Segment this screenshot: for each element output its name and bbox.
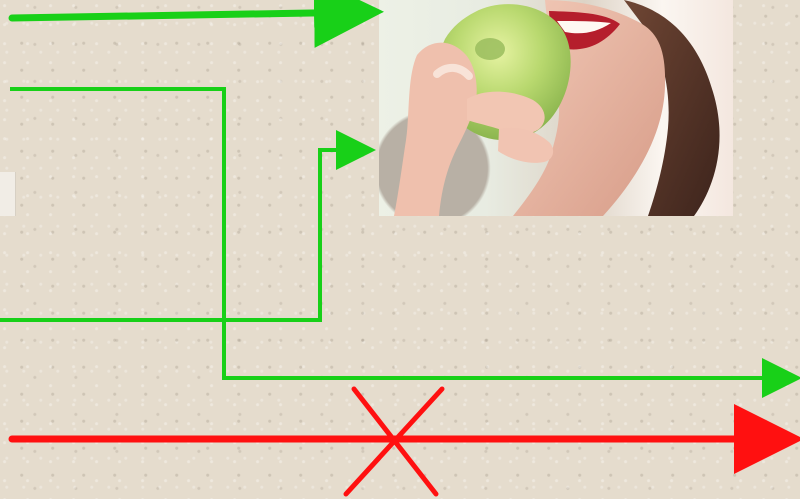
second-path (12, 89, 794, 378)
lower-loop-path (0, 150, 368, 320)
top-direct-path (12, 12, 370, 18)
